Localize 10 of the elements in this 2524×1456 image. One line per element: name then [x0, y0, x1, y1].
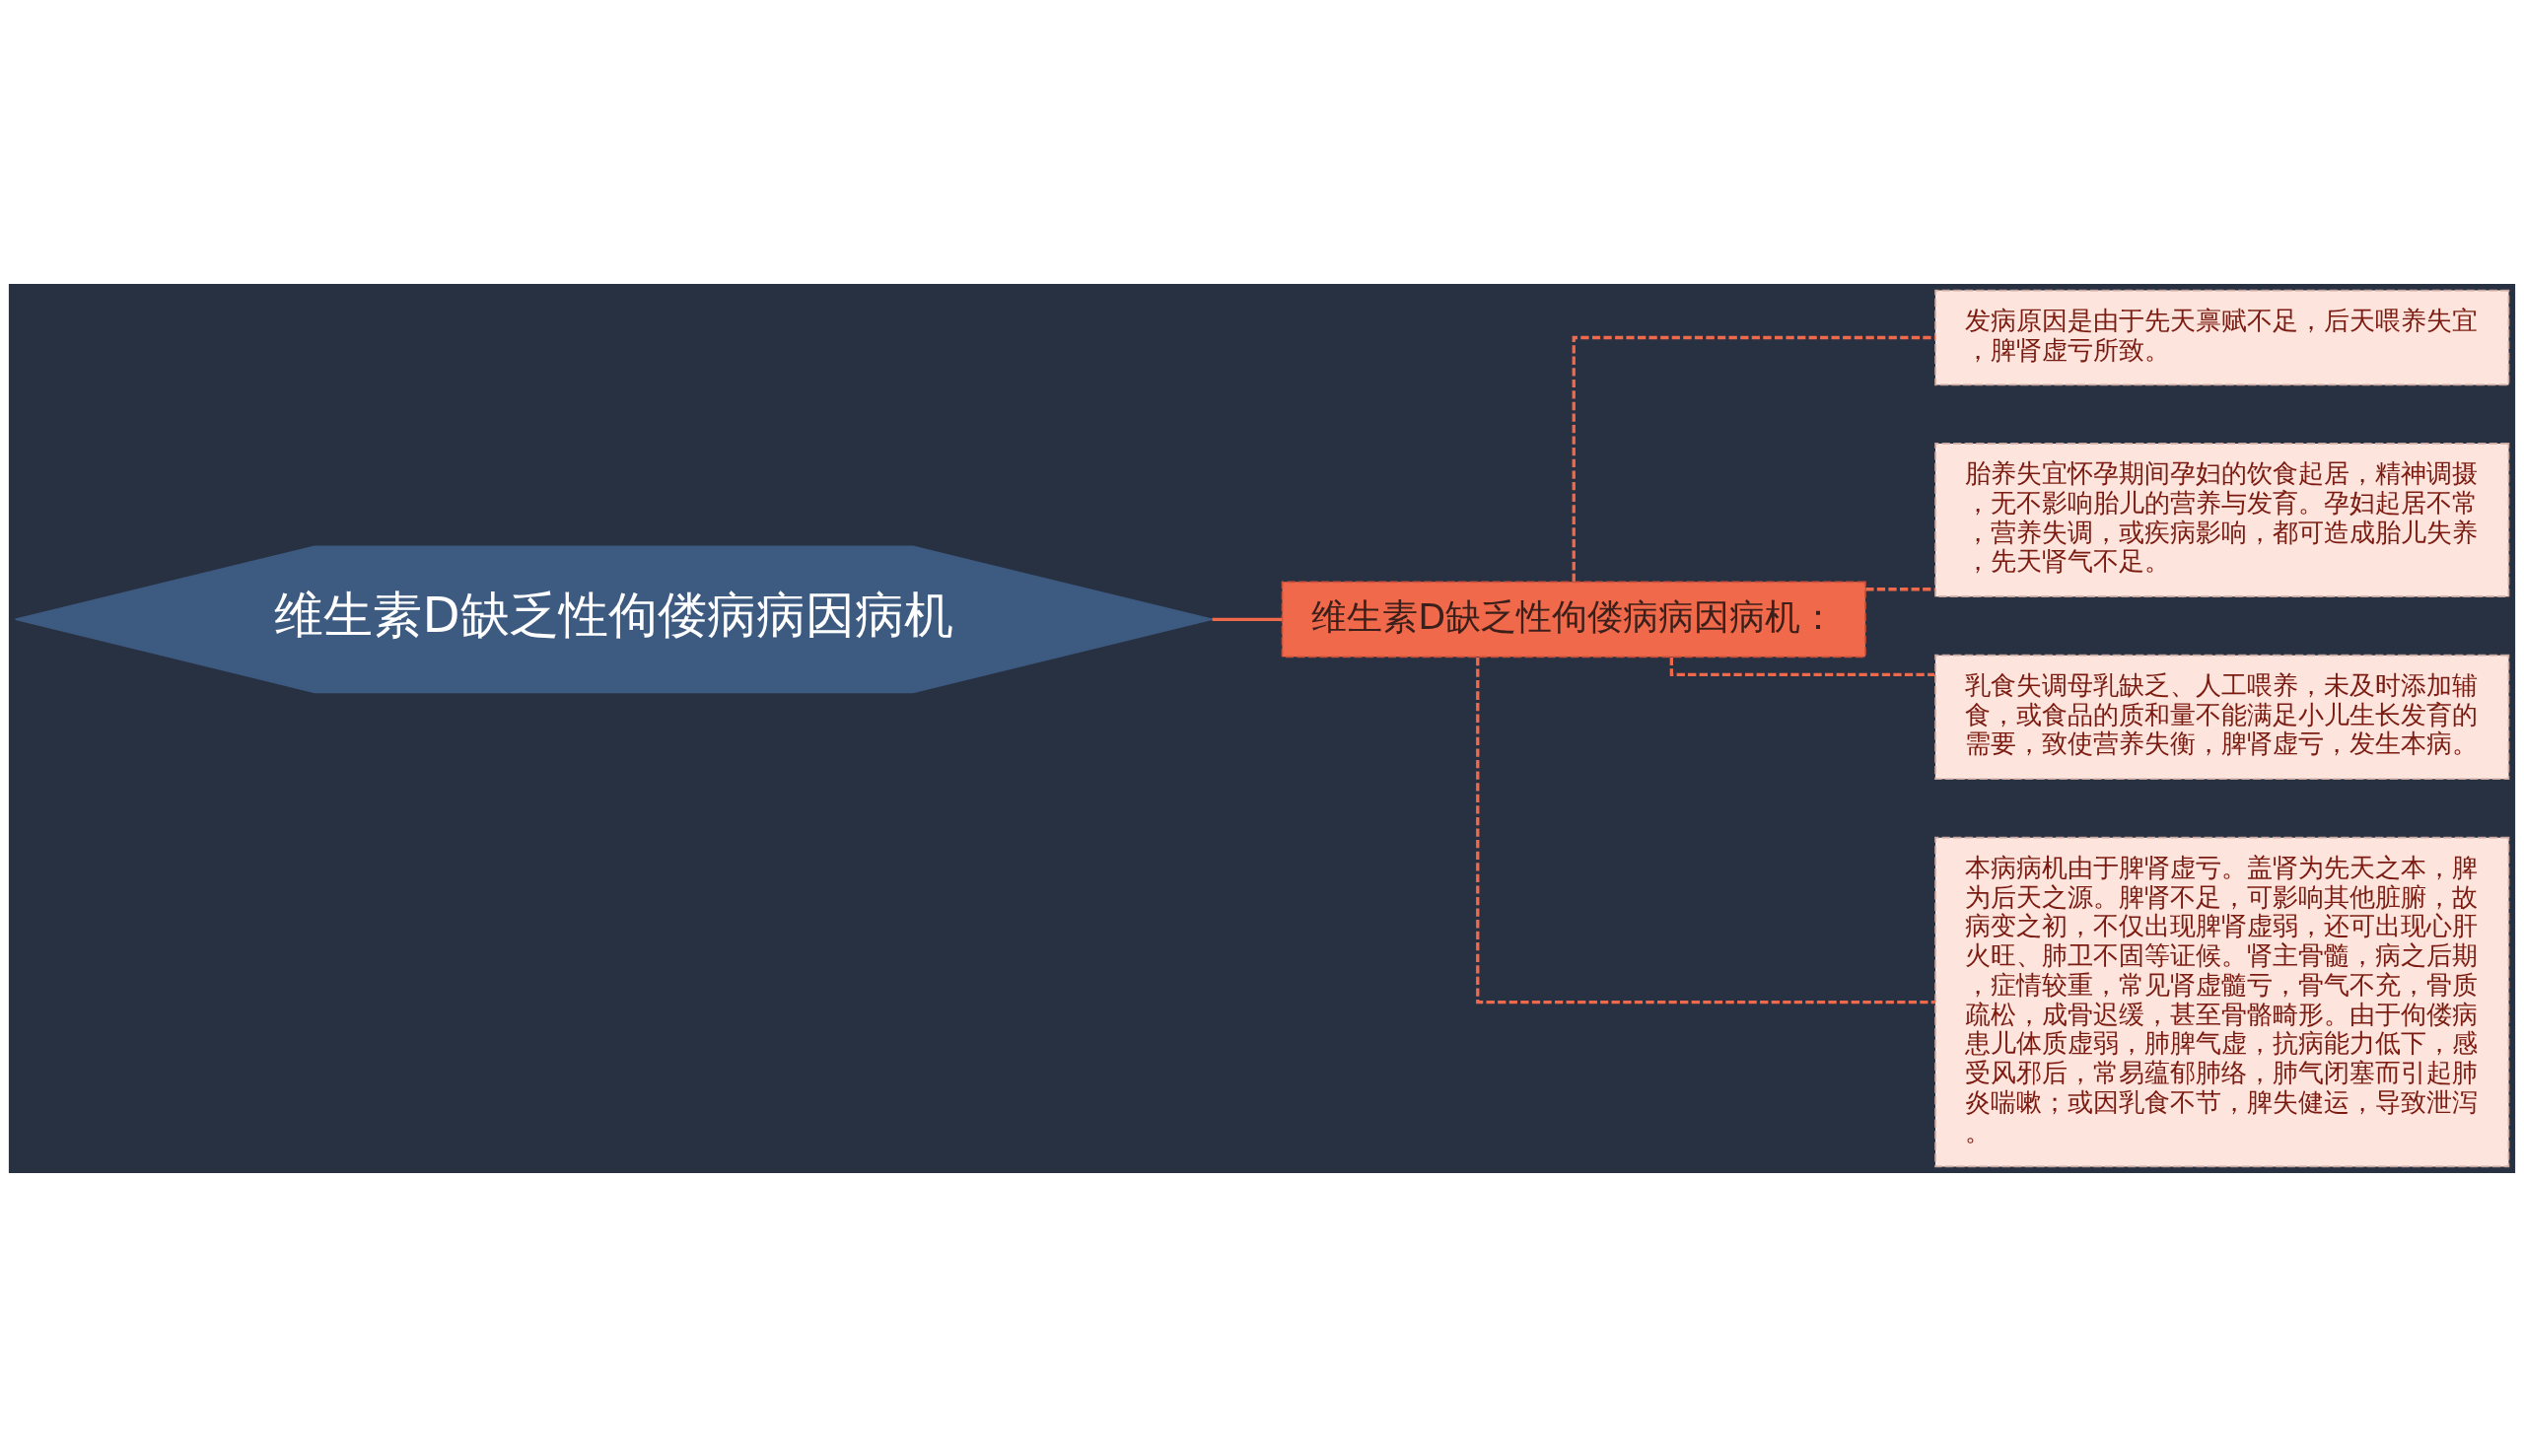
node-box: 维生素D缺乏性佝偻病病因病机：	[1281, 581, 1866, 658]
connector	[1669, 657, 1935, 676]
connector	[1476, 657, 1935, 1004]
node-box: 乳食失调母乳缺乏、人工喂养，未及时添加辅食，或食品的质和量不能满足小儿生长发育的需要，致使营养失衡，脾肾虚亏，发生本病。	[1934, 654, 2510, 780]
node-box: 胎养失宜怀孕期间孕妇的饮食起居，精神调摄，无不影响胎儿的营养与发育。孕妇起居不常，营养失调，或疾病影响，都可造成胎儿失养，先天肾气不足。	[1934, 442, 2510, 597]
connector	[1212, 617, 1283, 621]
connector	[1865, 587, 1935, 590]
node-box: 本病病机由于脾肾虚亏。盖肾为先天之本，脾为后天之源。脾肾不足，可影响其他脏腑，故病变之初，不仅出现脾肾虚弱，还可出现心肝火旺、肺卫不固等证候。肾主骨髓，病之后期，症情较重，常见肾虚髓亏，骨气不充，骨质疏松，成骨迟缓，甚至骨骼畸形。由于佝偻病患儿体质虚弱，肺脾气虚，抗病能力低下，感受风邪后，常易蕴郁肺络，肺气闭塞而引起肺炎喘嗽；或因乳食不节，脾失健运，导致泄泻。	[1934, 836, 2510, 1167]
node-box: 发病原因是由于先天禀赋不足，后天喂养失宜，脾肾虚亏所致。	[1934, 289, 2510, 385]
connector	[1572, 335, 1935, 582]
